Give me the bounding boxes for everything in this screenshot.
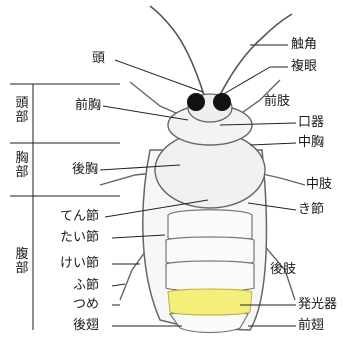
label-spiracle: き節: [298, 203, 324, 216]
left-compound-eye: [187, 93, 205, 111]
region-head-label: 頭部: [15, 97, 29, 124]
right-compound-eye: [213, 93, 231, 111]
label-lantern: 発光器: [298, 298, 337, 311]
lantern-organ: [168, 289, 252, 315]
label-metathorax: 後胸: [72, 163, 98, 176]
region-thorax-label: 胸部: [15, 152, 29, 179]
label-tibia: けい節: [60, 257, 99, 270]
label-femur: たい節: [60, 231, 99, 244]
label-mouthparts: 口器: [298, 116, 324, 129]
label-compound-eye: 複眼: [291, 60, 317, 73]
label-claw: つめ: [73, 298, 99, 311]
region-abdomen-label: 腹部: [15, 248, 29, 275]
label-hindwing: 後翅: [73, 319, 99, 332]
label-tarsus: ふ節: [73, 279, 99, 292]
label-midleg: 中肢: [306, 178, 332, 191]
label-mesothorax: 中胸: [298, 136, 324, 149]
label-antenna: 触角: [291, 38, 317, 51]
label-prothorax: 前胸: [75, 99, 101, 112]
label-head: 頭: [92, 52, 105, 65]
right-antenna: [220, 14, 292, 95]
label-forewing: 前翅: [298, 319, 324, 332]
label-hindleg: 後肢: [270, 263, 296, 276]
label-foreleg: 前肢: [264, 95, 290, 108]
label-trochanter: てん節: [60, 210, 99, 223]
left-antenna: [150, 6, 204, 95]
